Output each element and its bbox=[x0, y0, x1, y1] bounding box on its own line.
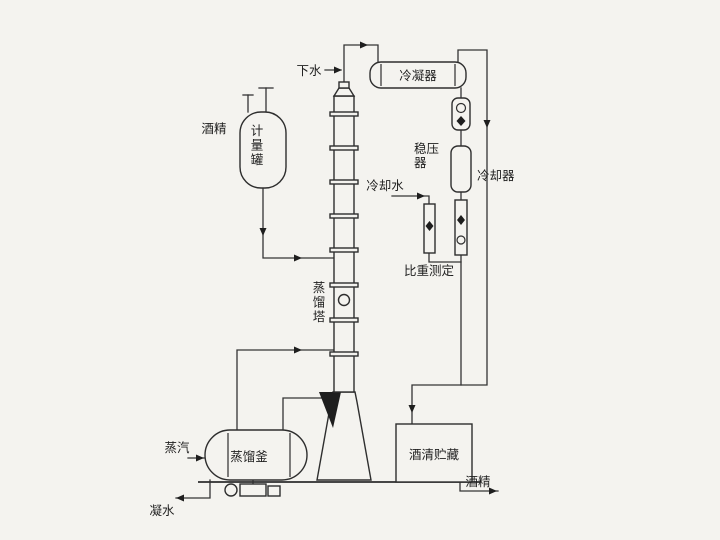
column-base-wedge bbox=[319, 392, 341, 428]
sightglass-right-bulb bbox=[456, 235, 466, 245]
column-sightglass bbox=[337, 293, 351, 307]
storage-tank-body bbox=[395, 423, 473, 483]
arrow-kettle-line bbox=[294, 346, 302, 354]
label-steam: 蒸汽 bbox=[164, 440, 190, 455]
kettle-body bbox=[204, 429, 308, 481]
sightglass-right bbox=[454, 199, 468, 256]
label-alcohol-product: 酒精 bbox=[465, 474, 490, 489]
column-flange bbox=[329, 111, 359, 117]
arrow-right-pipe bbox=[483, 120, 491, 128]
arrow-cooling-water bbox=[417, 192, 425, 200]
arrow-steam bbox=[196, 454, 204, 462]
column-cap bbox=[338, 81, 350, 89]
sightglass-right-float bbox=[457, 215, 465, 225]
arrow-alcohol-out bbox=[489, 487, 497, 495]
measuring-tank-body bbox=[239, 111, 287, 189]
label-gravity-measurement: 比重测定 bbox=[404, 263, 454, 278]
label-stabilizer-line1: 稳压 bbox=[414, 141, 439, 156]
column-flange bbox=[329, 145, 359, 151]
sightglass-left-float bbox=[425, 221, 434, 231]
column-body bbox=[333, 95, 355, 393]
column-flange bbox=[329, 213, 359, 219]
pipe-sightglass-manifold bbox=[428, 252, 462, 263]
cooler-body bbox=[450, 145, 472, 193]
arrow-condensate bbox=[176, 494, 184, 502]
arrow-tank-outlet bbox=[259, 228, 267, 236]
label-cooler: 冷却器 bbox=[477, 168, 515, 183]
column-neck bbox=[332, 87, 356, 97]
pipe-alcohol-outlet bbox=[459, 481, 499, 492]
flow-arrows bbox=[176, 41, 497, 502]
piping bbox=[175, 44, 499, 499]
label-drain-water: 下水 bbox=[296, 63, 322, 78]
pipe-condensate-out bbox=[175, 479, 211, 499]
column-flange bbox=[329, 317, 359, 323]
label-stabilizer-line2: 器 bbox=[414, 155, 427, 170]
pump-block bbox=[267, 485, 281, 497]
label-measuring-tank: 计量罐 bbox=[249, 124, 264, 168]
arrow-top-pipe bbox=[360, 41, 368, 49]
label-alcohol-storage: 酒清贮藏 bbox=[409, 447, 460, 462]
column-flange bbox=[329, 282, 359, 288]
column-flange bbox=[329, 247, 359, 253]
label-condenser: 冷凝器 bbox=[399, 68, 437, 83]
pump-base bbox=[239, 483, 267, 497]
arrow-feed-line bbox=[294, 254, 302, 262]
label-condensate: 凝水 bbox=[149, 503, 175, 518]
arrow-drain-water bbox=[334, 66, 342, 74]
pipe-cooling-water-inlet bbox=[391, 195, 430, 205]
label-distillation-column: 蒸馏塔 bbox=[311, 281, 326, 325]
label-distillation-kettle: 蒸馏釜 bbox=[230, 449, 268, 464]
arrow-storage-inlet bbox=[408, 405, 416, 413]
stabilizer-valve bbox=[456, 116, 466, 126]
vessels bbox=[204, 61, 473, 497]
labels: 下水 冷凝器 稳压 器 冷却水 冷却器 比重测定 酒精 计量罐 蒸馏塔 蒸汽 蒸… bbox=[149, 63, 515, 518]
pipe-kettle-to-column-upper bbox=[236, 349, 335, 431]
pipe-measuring-tank-to-column bbox=[262, 187, 335, 259]
stabilizer-float bbox=[455, 102, 467, 114]
condenser-body bbox=[369, 61, 467, 89]
column-flange bbox=[329, 351, 359, 357]
pipe-kettle-vapor bbox=[282, 397, 333, 431]
label-cooling-water: 冷却水 bbox=[366, 178, 404, 193]
column-flange bbox=[329, 179, 359, 185]
pipe-condenser-to-storage bbox=[411, 49, 488, 425]
label-alcohol-feed: 酒精 bbox=[201, 121, 226, 136]
pump-body bbox=[224, 483, 238, 497]
